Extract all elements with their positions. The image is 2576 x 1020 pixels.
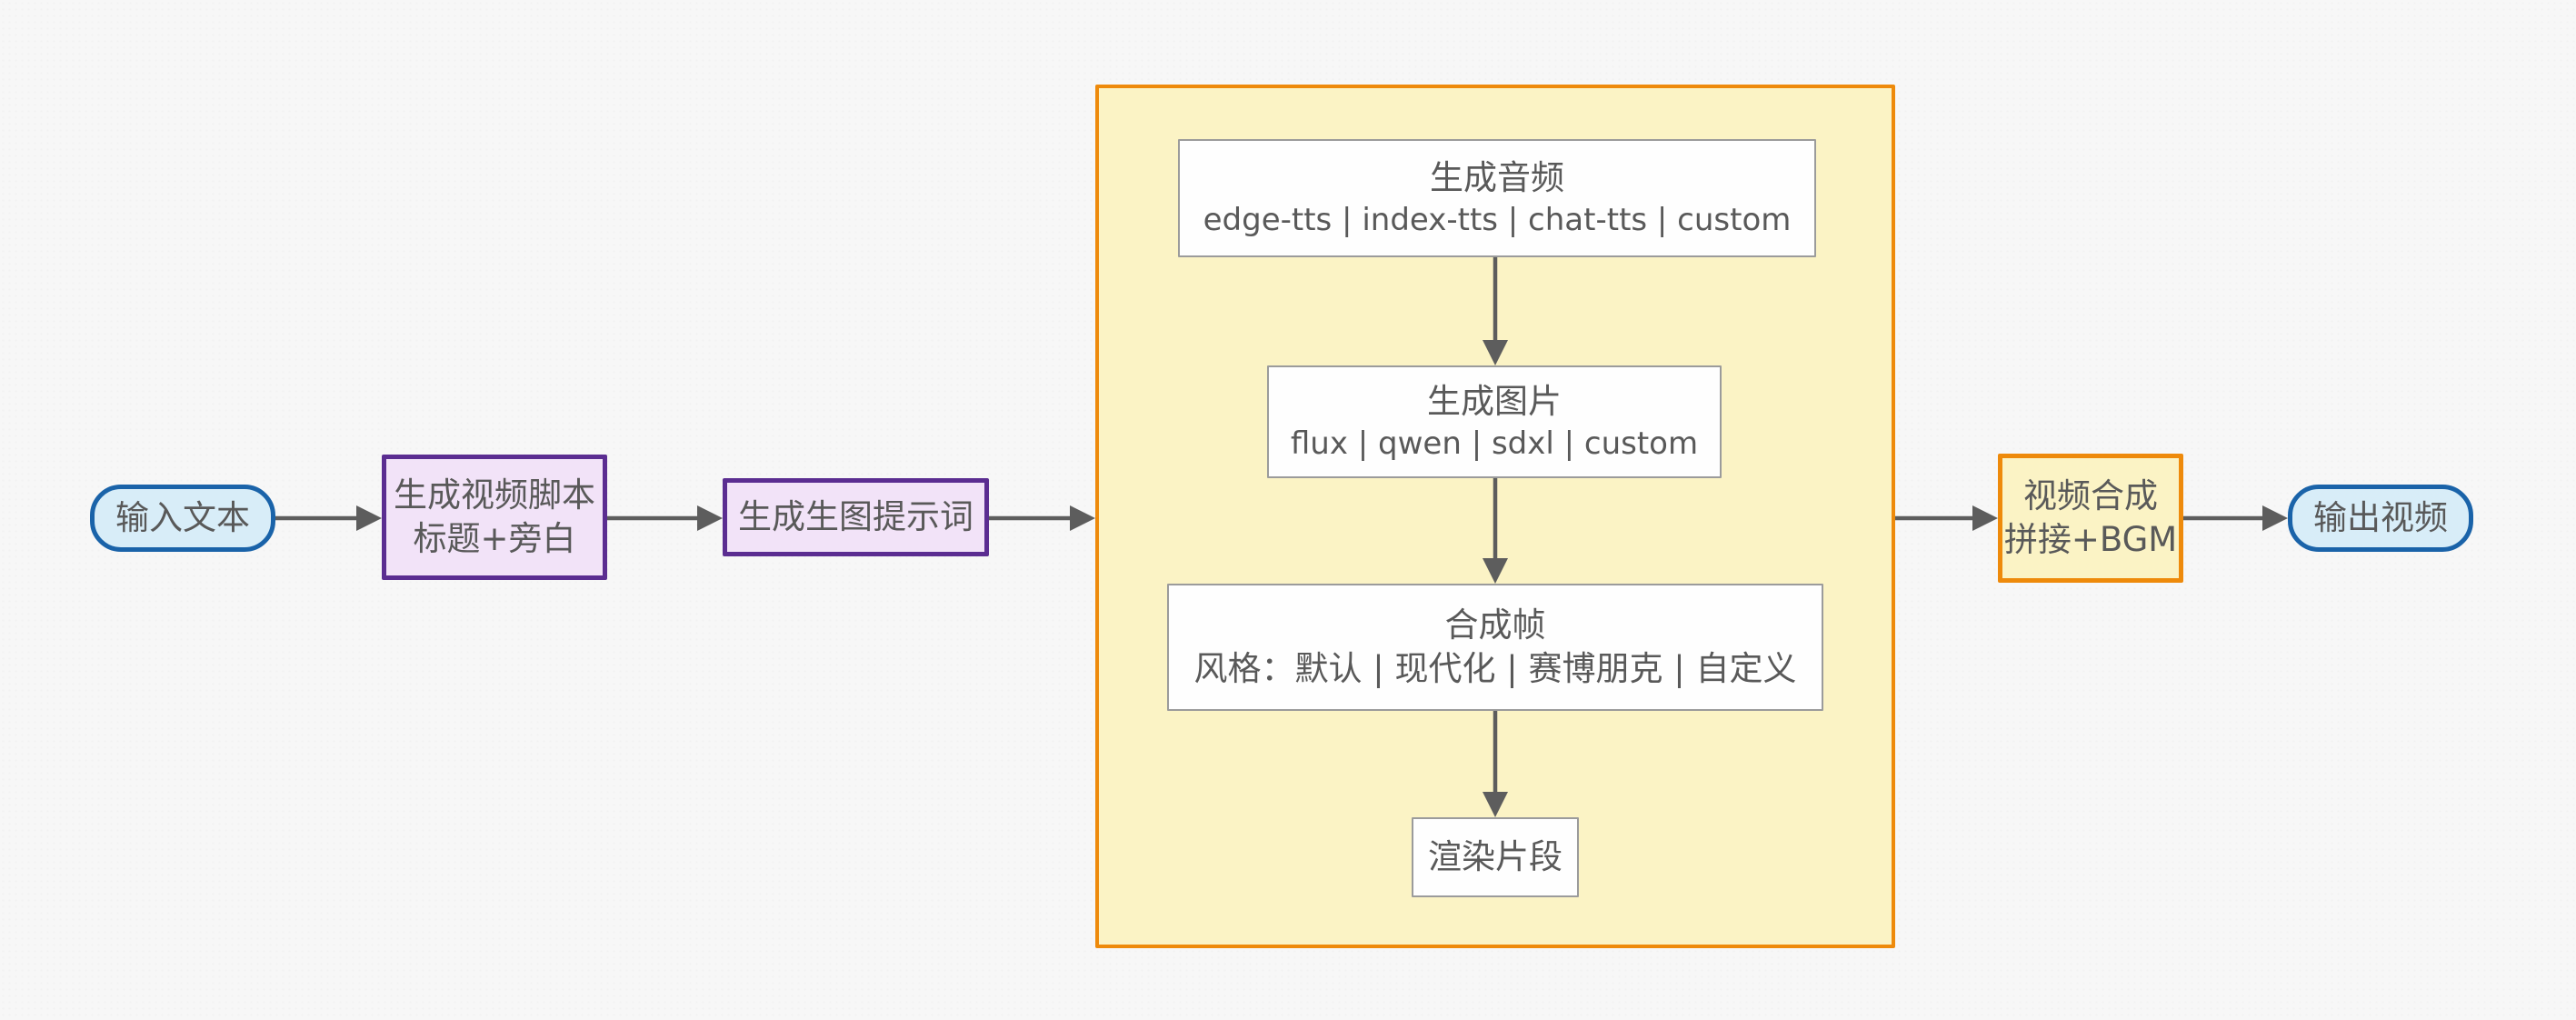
node-video-synthesis: 视频合成 拼接+BGM [1998, 454, 2183, 583]
node-render-clip-label: 渲染片段 [1428, 836, 1563, 876]
node-generate-picture-title: 生成图片 [1427, 381, 1562, 421]
node-generate-script-line2: 标题+旁白 [413, 519, 576, 558]
node-input-text: 输入文本 [90, 485, 275, 552]
node-video-synthesis-line2: 拼接+BGM [2003, 520, 2178, 559]
arrow-prompt-to-group [989, 505, 1095, 531]
node-generate-audio-title: 生成音频 [1430, 157, 1564, 197]
node-input-text-label: 输入文本 [115, 497, 250, 537]
node-generate-audio-engines: edge-tts | index-tts | chat-tts | custom [1203, 201, 1792, 238]
node-generate-audio: 生成音频 edge-tts | index-tts | chat-tts | c… [1178, 139, 1816, 257]
node-compose-frame-title: 合成帧 [1444, 605, 1546, 645]
node-compose-frame: 合成帧 风格：默认 | 现代化 | 赛博朋克 | 自定义 [1167, 584, 1823, 711]
node-compose-frame-styles: 风格：默认 | 现代化 | 赛博朋克 | 自定义 [1193, 649, 1797, 688]
arrow-input-to-script [275, 505, 382, 531]
node-generate-script-line1: 生成视频脚本 [394, 475, 595, 515]
node-generate-image-prompt: 生成生图提示词 [723, 478, 989, 556]
node-generate-image-prompt-label: 生成生图提示词 [738, 496, 973, 536]
arrow-group-to-synthesis [1895, 505, 1998, 531]
node-generate-picture: 生成图片 flux | qwen | sdxl | custom [1267, 365, 1722, 478]
node-render-clip: 渲染片段 [1412, 817, 1579, 897]
node-generate-picture-models: flux | qwen | sdxl | custom [1290, 425, 1699, 462]
node-output-video-label: 输出视频 [2313, 497, 2448, 537]
node-video-synthesis-line1: 视频合成 [2023, 475, 2158, 515]
node-generate-script: 生成视频脚本 标题+旁白 [382, 455, 607, 580]
arrow-synthesis-to-output [2183, 505, 2288, 531]
arrow-script-to-prompt [607, 505, 723, 531]
node-output-video: 输出视频 [2288, 485, 2473, 552]
